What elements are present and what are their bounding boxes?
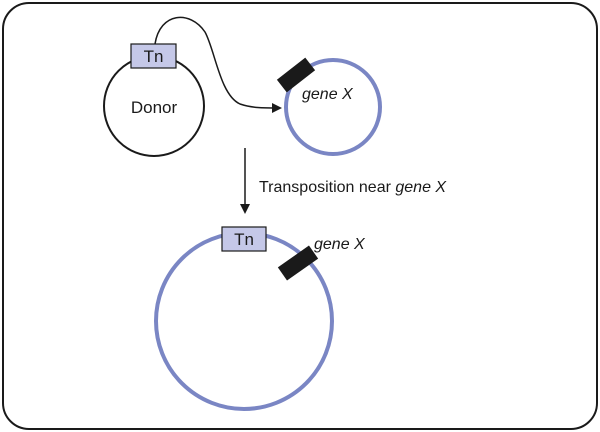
- donor-label: Donor: [131, 98, 178, 117]
- result-gene-x-label: gene X: [314, 236, 366, 253]
- donor-transposon-box: [130, 43, 177, 69]
- target-gene-x-block: [276, 57, 316, 93]
- transposon-movement-arrow: [154, 16, 282, 113]
- target-plasmid-circle: [284, 58, 382, 156]
- transposition-step-label: Transposition near gene X: [259, 179, 447, 196]
- result-transposon-box: [221, 226, 267, 252]
- donor-transposon-label: Tn: [144, 47, 164, 66]
- result-transposon-label: Tn: [234, 230, 254, 249]
- result-gene-x-block: [277, 245, 319, 281]
- target-gene-x-label: gene X: [302, 86, 354, 103]
